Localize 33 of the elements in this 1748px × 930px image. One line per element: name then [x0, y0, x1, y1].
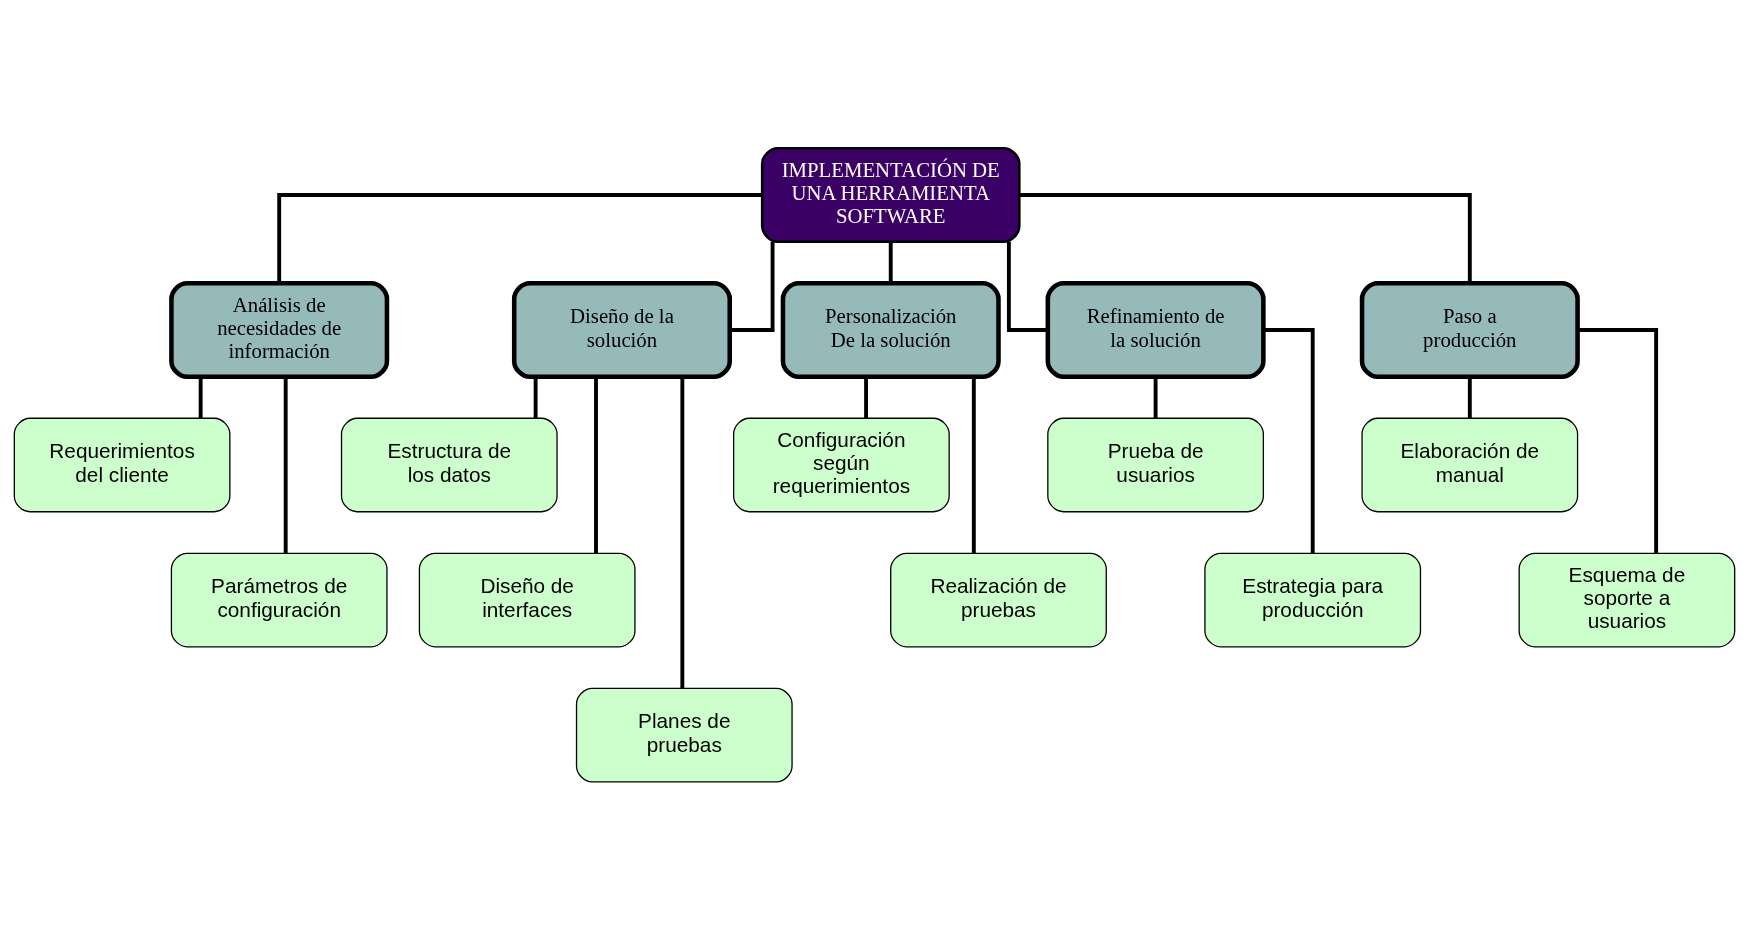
connector — [1577, 328, 1658, 553]
node-box: Elaboración de manual — [1360, 417, 1578, 513]
node-box: Estrategia para producción — [1203, 552, 1421, 648]
node-box: Estructura de los datos — [340, 417, 558, 513]
connector — [1153, 376, 1158, 419]
connector — [593, 377, 598, 554]
node-box: Prueba de usuarios — [1046, 417, 1264, 513]
connector — [533, 376, 538, 419]
node-box: Análisis de necesidades de información — [168, 280, 389, 379]
connector — [1262, 328, 1315, 553]
node-box: Requerimientos del cliente — [13, 417, 230, 513]
node-box: Refinamiento de la solución — [1045, 280, 1266, 379]
node-box: Diseño de interfaces — [418, 552, 636, 648]
connector — [729, 241, 775, 332]
node-box: Realización de pruebas — [889, 552, 1107, 648]
node-box: Planes de pruebas — [575, 687, 793, 783]
connector — [888, 241, 893, 284]
connector — [1006, 241, 1048, 332]
node-box: Personalización De la solución — [780, 280, 1001, 379]
node-box: Esquema de soporte a usuarios — [1518, 552, 1735, 648]
connector — [283, 377, 288, 554]
connector — [276, 193, 762, 284]
node-box: Diseño de la solución — [511, 280, 732, 379]
connector — [679, 376, 684, 688]
connector — [198, 376, 203, 419]
node-box: IMPLEMENTACIÓN DE UNA HERRAMIENTA SOFTWARE — [760, 146, 1021, 243]
connector — [1467, 376, 1472, 419]
node-box: Paso a producción — [1359, 280, 1580, 379]
node-box: Parámetros de configuración — [170, 552, 388, 648]
connector — [1019, 193, 1472, 284]
connector — [863, 376, 868, 419]
node-box: Configuración según requerimientos — [732, 417, 950, 513]
connector — [971, 377, 976, 554]
